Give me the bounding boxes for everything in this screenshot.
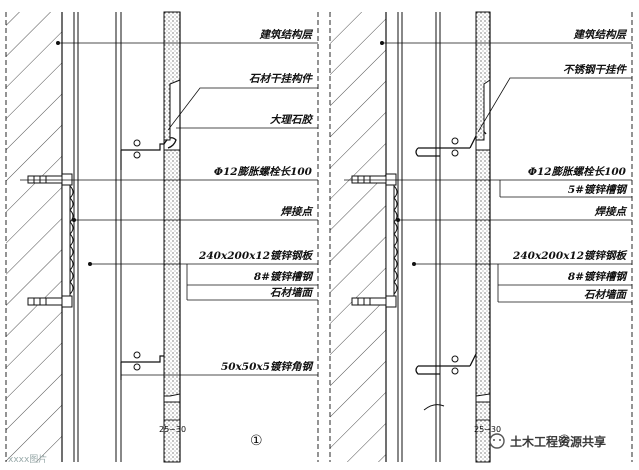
- label-channel-steel-5: 5#镀锌槽钢: [568, 183, 629, 196]
- label-structure-layer: 建筑结构层: [573, 28, 628, 41]
- label-marble-glue: 大理石胶: [270, 113, 313, 126]
- dimension-text: 25~30: [159, 425, 186, 434]
- detail-panel-1: 25~30 建筑结构层 石材干挂构件 大理石胶 Φ12膨胀螺栓长100 焊接点 …: [5, 11, 319, 463]
- watermark-sub: xxxx图片: [8, 453, 47, 465]
- hanger-bracket-upper: [415, 130, 487, 157]
- label-channel-steel: 8#镀锌槽钢: [254, 270, 315, 283]
- structure-wall-hatch: [330, 12, 386, 462]
- wechat-icon: [489, 433, 505, 449]
- structure-wall-hatch: [6, 12, 62, 462]
- label-anchor-bolt: Φ12膨胀螺栓长100: [528, 165, 627, 178]
- anchor-bolt-upper: [351, 173, 397, 186]
- label-channel-steel-8: 8#镀锌槽钢: [568, 270, 629, 283]
- detail-number: ②: [558, 433, 571, 449]
- label-steel-plate: 240x200x12镀锌钢板: [512, 249, 628, 262]
- watermark: 土木工程资源共享 xxxx图片: [8, 433, 606, 465]
- label-angle-steel: 50x50x5镀锌角钢: [221, 360, 315, 373]
- anchor-bolt-lower: [351, 295, 397, 308]
- label-stone-face: 石材墙面: [584, 288, 628, 301]
- label-steel-plate: 240x200x12镀锌钢板: [198, 249, 314, 262]
- dimension-text: 25~30: [474, 425, 501, 434]
- detail-number: ①: [250, 433, 263, 449]
- label-structure-layer: 建筑结构层: [259, 28, 314, 41]
- label-hanger: 石材干挂构件: [249, 72, 313, 85]
- label-hanger: 不锈钢干挂件: [563, 63, 627, 76]
- anchor-bolt-upper: [27, 173, 73, 186]
- label-anchor-bolt: Φ12膨胀螺栓长100: [214, 165, 313, 178]
- label-stone-face: 石材墙面: [270, 286, 314, 299]
- label-weld-point: 焊接点: [594, 205, 628, 218]
- watermark-text: 土木工程资源共享: [510, 434, 606, 449]
- anchor-bolt-lower: [27, 295, 73, 308]
- hanger-bracket-upper: [120, 137, 177, 170]
- label-weld-point: 焊接点: [280, 205, 314, 218]
- detail-panel-2: 25~30 建筑结构层 不锈钢干挂件 Φ12膨胀螺栓长100 5#镀锌槽钢 焊接…: [329, 11, 633, 463]
